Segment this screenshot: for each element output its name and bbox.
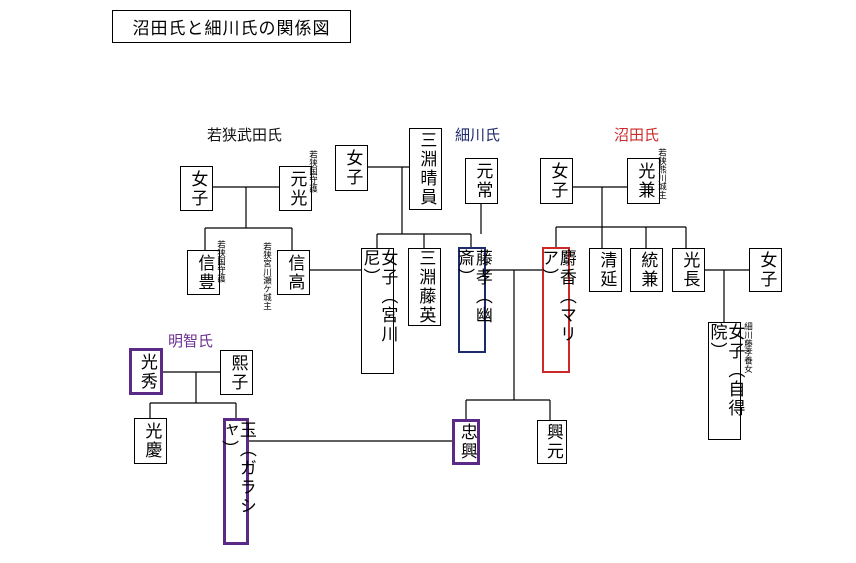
- person-nyoshi-right: 女子: [749, 248, 782, 292]
- person-nobutaka: 信高: [277, 250, 310, 295]
- note-motomitsu: 若狭国守護: [307, 150, 318, 193]
- clan-label-numata: 沼田氏: [614, 126, 660, 144]
- person-tadaoki: 忠興: [452, 419, 480, 465]
- note-nobutoyo: 若狭国守護: [215, 240, 226, 283]
- person-nyoshi-jitokuin: 女子（自得院）: [707, 322, 744, 440]
- person-mibuchi-fujihide: 三淵藤英: [408, 248, 441, 326]
- note-nobutaka: 若狭宮川瀬ケ城主: [261, 242, 272, 310]
- clan-label-hosokawa: 細川氏: [455, 126, 501, 144]
- person-nyoshi-top: 女子: [335, 145, 368, 191]
- note-jitokuin: 細川藤孝養女: [742, 322, 753, 373]
- person-nyoshi-numata: 女子: [540, 158, 573, 204]
- person-fujitaka: 藤孝（幽斎）: [454, 247, 492, 353]
- person-mitsuyoshi: 光慶: [134, 418, 167, 464]
- person-nyoshi-miyagawa: 女子（宮川尼）: [360, 248, 397, 374]
- person-hiroko: 熙子: [220, 350, 253, 395]
- person-tama: 玉（ガラシャ）: [218, 418, 256, 545]
- person-kiyonobu: 清延: [589, 248, 622, 292]
- person-nyoshi-wakasa: 女子: [180, 166, 213, 211]
- diagram-title: 沼田氏と細川氏の関係図: [112, 10, 351, 43]
- person-motomitsu: 元光: [279, 166, 312, 211]
- person-nobutoyo: 信豊: [187, 250, 220, 295]
- person-jakou: 麝香（マリア）: [538, 247, 576, 373]
- clan-label-wakasa-takeda: 若狭武田氏: [207, 126, 283, 144]
- clan-label-akechi: 明智氏: [168, 332, 214, 350]
- person-motonobu: 元常: [465, 158, 498, 204]
- person-mitsunaga: 光長: [672, 248, 705, 292]
- note-mitsukane: 若狭熊川城主: [656, 148, 667, 199]
- person-mibuchi-harukazu: 三淵晴員: [409, 128, 442, 210]
- person-okimoto: 興元: [537, 420, 567, 464]
- person-mitsuhide: 光秀: [129, 348, 163, 395]
- person-mitsukane: 光兼: [627, 158, 660, 204]
- person-munekane: 統兼: [630, 248, 663, 292]
